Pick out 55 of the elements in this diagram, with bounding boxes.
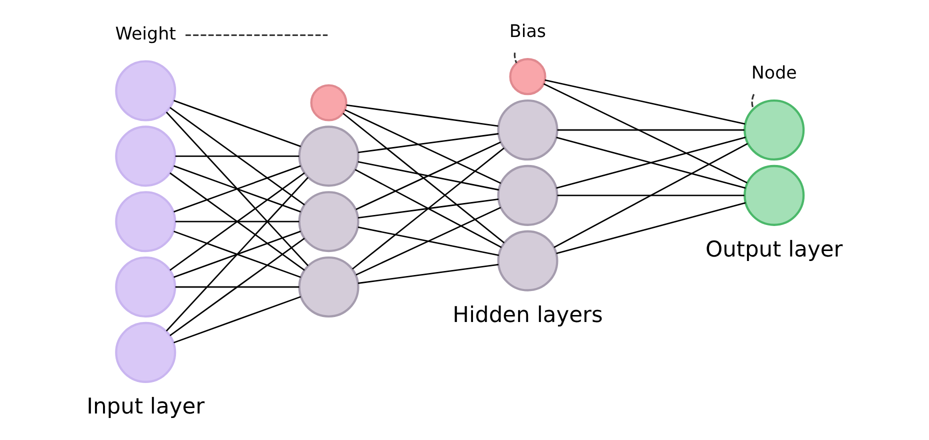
connector xyxy=(556,202,746,254)
label: Output layer xyxy=(705,236,843,262)
node-circle xyxy=(115,256,176,318)
connector xyxy=(358,263,499,284)
node-circle xyxy=(115,321,176,382)
connector xyxy=(556,136,746,188)
connector xyxy=(174,230,301,278)
node-circle xyxy=(298,125,360,186)
node-circle xyxy=(115,190,176,252)
connector xyxy=(170,172,305,270)
connector xyxy=(358,226,499,256)
connector xyxy=(554,142,748,248)
node-circle xyxy=(744,164,805,226)
node-circle xyxy=(509,58,546,95)
connector xyxy=(358,198,499,218)
node-circle xyxy=(744,98,805,160)
node-circle xyxy=(298,190,360,252)
connector xyxy=(344,108,502,184)
connector xyxy=(358,132,499,153)
node-text: Bias xyxy=(509,22,546,42)
connector xyxy=(346,104,498,126)
node-circle xyxy=(310,84,348,121)
connector xyxy=(175,154,300,156)
connector xyxy=(751,93,755,108)
node-text: Node xyxy=(751,63,797,84)
connector xyxy=(166,111,308,266)
connector xyxy=(356,206,502,275)
connector xyxy=(352,147,504,270)
label: Input layer xyxy=(86,394,205,419)
connector xyxy=(170,106,305,205)
node-circle xyxy=(497,230,558,291)
node-circle xyxy=(298,256,360,318)
node-text: Weight xyxy=(115,24,176,44)
connector xyxy=(544,78,746,124)
connector xyxy=(356,140,502,210)
connector xyxy=(175,220,300,222)
connector xyxy=(354,168,502,248)
connector xyxy=(358,160,499,190)
connector xyxy=(174,164,301,212)
connector xyxy=(557,194,744,196)
connector xyxy=(557,128,744,130)
node-circle xyxy=(497,164,558,226)
label: Hidden layers xyxy=(452,302,603,328)
connector xyxy=(170,237,305,336)
connector xyxy=(186,34,328,36)
connector xyxy=(174,99,301,147)
connector xyxy=(342,112,505,243)
connector xyxy=(175,286,300,288)
connector xyxy=(166,176,308,332)
connector xyxy=(174,296,301,343)
connector xyxy=(514,52,518,63)
node-circle xyxy=(115,125,176,186)
node-circle xyxy=(115,60,176,121)
connector xyxy=(543,82,748,183)
node-circle xyxy=(497,98,558,160)
